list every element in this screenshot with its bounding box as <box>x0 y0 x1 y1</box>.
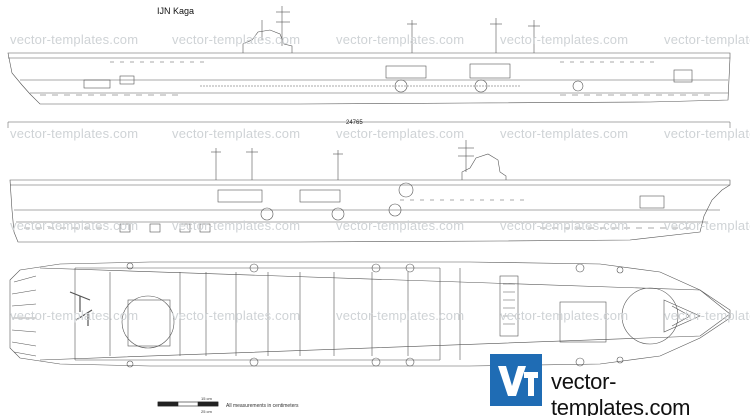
drawing-title: IJN Kaga <box>157 6 195 16</box>
porthole-row-top <box>40 61 710 96</box>
scale-bar <box>157 401 219 407</box>
watermark: vector-templates.com <box>336 308 465 323</box>
watermark: vector-templates.com <box>172 218 301 233</box>
side-profile-middle <box>7 121 731 243</box>
brand-name-link[interactable]: vector-templates.com <box>551 369 691 416</box>
side-profile-top <box>7 6 731 105</box>
watermark: vector-templates.com <box>10 126 139 141</box>
plan-view <box>9 261 731 368</box>
watermark: vector-templates.com <box>10 218 139 233</box>
porthole-row-middle <box>24 199 690 229</box>
watermark: vector-templates.com <box>10 32 139 47</box>
island-plan <box>499 275 519 337</box>
brand-logo[interactable] <box>490 354 542 406</box>
length-dimension: 24765 <box>346 120 363 126</box>
watermark: vector-templates.com <box>500 308 629 323</box>
scale-note: All measurements in centimeters <box>226 403 299 409</box>
scale-label-bottom: 25 cm <box>201 409 212 414</box>
watermark: vector-templates.com <box>664 308 750 323</box>
vt-logo-icon <box>498 366 538 396</box>
watermark: vector-templates.com <box>172 126 301 141</box>
watermark: vector-templates.com <box>336 218 465 233</box>
watermark: vector-templates.com <box>500 32 629 47</box>
scale-label-top: 15 cm <box>201 396 212 401</box>
watermark: vector-templates.com <box>500 126 629 141</box>
watermark: vector-templates.com <box>664 218 750 233</box>
watermark: vector-templates.com <box>664 126 750 141</box>
watermark: vector-templates.com <box>10 308 139 323</box>
watermark: vector-templates.com <box>172 32 301 47</box>
watermark: vector-templates.com <box>172 308 301 323</box>
watermark: vector-templates.com <box>336 32 465 47</box>
flight-deck-mark <box>69 291 93 326</box>
watermark: vector-templates.com <box>500 218 629 233</box>
watermark: vector-templates.com <box>336 126 465 141</box>
watermark: vector-templates.com <box>664 32 750 47</box>
